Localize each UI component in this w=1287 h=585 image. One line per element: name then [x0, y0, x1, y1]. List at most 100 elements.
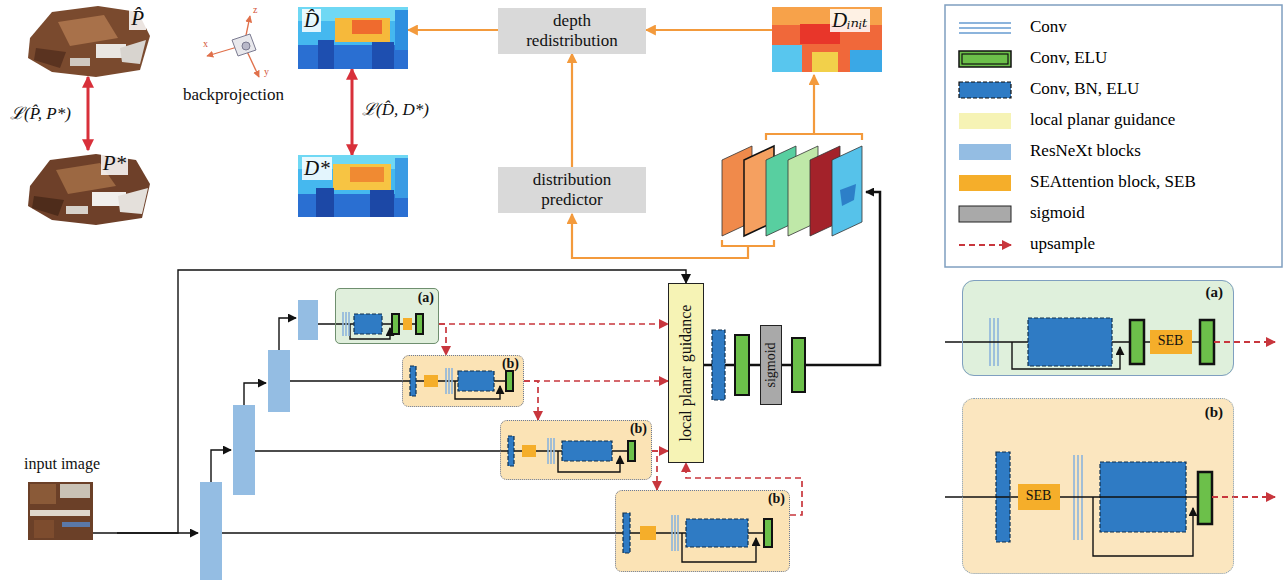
legend-item: upsample — [945, 233, 1282, 257]
node-label: P* — [101, 152, 128, 175]
seb-block: SEB — [1018, 484, 1060, 510]
legend-swatch — [957, 80, 1015, 100]
process-box: depth redistribution — [498, 8, 646, 53]
node-label: (b) — [768, 491, 785, 507]
connector — [524, 380, 668, 382]
legend-item: ResNeXt blocks — [945, 140, 1282, 164]
depth-map — [352, 20, 382, 34]
point-cloud — [118, 188, 148, 214]
feature-maps — [722, 146, 862, 236]
conv-elu-block — [735, 335, 749, 395]
conv-lines — [547, 438, 549, 464]
legend: ConvConv, ELUConv, BN, ELUlocal planar g… — [945, 5, 1282, 267]
connector — [439, 324, 446, 355]
decoder-module: (b) — [615, 490, 790, 572]
depth-map — [850, 50, 882, 72]
bracket — [813, 75, 815, 134]
conv-lines — [451, 368, 453, 394]
node-label: distribution predictor — [506, 170, 638, 209]
axis-label: z — [253, 4, 257, 16]
color-swatch — [959, 144, 1011, 160]
conv-sample — [959, 22, 1011, 24]
legend-label: Conv, BN, ELU — [1030, 79, 1139, 99]
depth-map — [318, 40, 334, 69]
node-label: local planar guidance — [677, 305, 695, 442]
depth-map — [298, 7, 408, 69]
conv-lines — [671, 515, 673, 551]
conv-lines — [342, 312, 344, 336]
conv-bn-elu-block — [458, 371, 494, 391]
conv-lines — [345, 312, 347, 336]
edge-label: ℒ(P̂, P*) — [8, 104, 73, 124]
point-cloud — [66, 206, 88, 214]
conv-elu-block — [506, 371, 513, 391]
module-background — [335, 288, 439, 344]
depth-map: Dᵢₙᵢₜ — [772, 7, 882, 72]
connector — [571, 54, 573, 168]
legend-swatch — [957, 142, 1015, 162]
panel-line — [1093, 497, 1193, 556]
depth-map — [370, 190, 394, 217]
input-picture — [30, 484, 56, 504]
depth-map: D̂ — [298, 7, 408, 69]
resnext-block — [200, 482, 222, 580]
conv-elu-block — [628, 441, 635, 461]
point-cloud — [70, 58, 90, 66]
module-background — [962, 280, 1234, 376]
color-swatch — [959, 51, 1011, 67]
conv-bn-elu-block — [410, 366, 416, 396]
legend-label: Conv — [1030, 17, 1067, 37]
seb-block: SEB — [1150, 330, 1192, 354]
conv-bn-elu-block — [354, 314, 382, 334]
node-label: SEB — [1158, 333, 1184, 349]
resnext-block — [200, 300, 318, 580]
swatch-border — [962, 54, 1008, 64]
node-label: (b) — [502, 356, 519, 372]
conv-lines — [348, 312, 350, 336]
legend-item: SEAttention block, SEB — [945, 171, 1282, 195]
point-cloud: P̂ — [25, 5, 150, 77]
upsample-arrow — [1212, 496, 1275, 498]
panel-blocks — [1028, 318, 1112, 366]
upsample-sample — [959, 244, 1011, 246]
lpg-block: local planar guidance — [668, 283, 704, 463]
connector — [652, 451, 657, 490]
depth-map — [298, 7, 408, 69]
input-picture — [60, 484, 90, 498]
legend-swatch — [957, 49, 1015, 69]
legend-item: Conv, BN, ELU — [945, 78, 1282, 102]
node-label: (b) — [630, 421, 647, 437]
conv-bn-elu-block — [686, 519, 748, 547]
module-background — [962, 398, 1234, 574]
conv-lines — [550, 438, 552, 464]
input-picture — [34, 520, 54, 538]
node-label: SEB — [1026, 488, 1052, 504]
annotation: backprojection — [183, 85, 284, 105]
connector — [524, 381, 538, 420]
depth-map — [772, 45, 802, 72]
connector — [439, 323, 668, 325]
legend-swatch — [957, 173, 1015, 193]
depth-map — [298, 155, 408, 217]
input-picture — [28, 482, 93, 540]
depth-map — [298, 155, 408, 217]
encoder-line — [211, 450, 231, 482]
depth-map — [350, 167, 384, 182]
color-swatch — [959, 206, 1011, 222]
point-cloud — [34, 48, 66, 68]
decoder-module: (b) — [402, 355, 524, 407]
node-label: input image — [24, 455, 100, 473]
node-label: depth redistribution — [506, 11, 638, 50]
legend-item: Conv — [945, 16, 1282, 40]
bracket — [766, 134, 862, 140]
node-label: (b) — [1205, 404, 1223, 421]
legend-label: SEAttention block, SEB — [1030, 172, 1196, 192]
panel-line — [945, 342, 1200, 556]
point-cloud — [28, 154, 150, 225]
legend-swatch — [957, 18, 1015, 38]
legend-label: Conv, ELU — [1030, 48, 1107, 68]
camera-icon — [232, 34, 256, 56]
point-cloud: P* — [25, 150, 150, 228]
conv-elu-block — [764, 519, 772, 547]
decoder-module: (b) — [500, 420, 652, 480]
